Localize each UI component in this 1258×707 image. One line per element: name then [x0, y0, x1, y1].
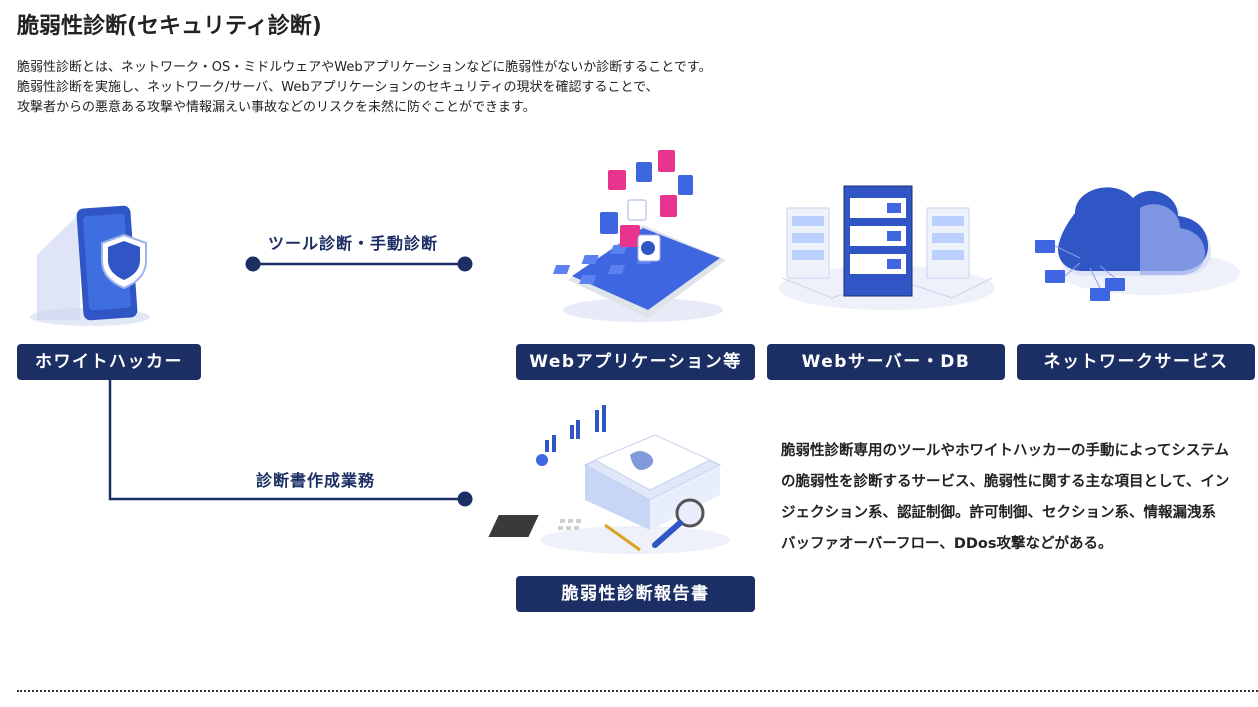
target-label-server-db: Webサーバー・DB [767, 344, 1005, 380]
intro-line-1: 脆弱性診断とは、ネットワーク・OS・ミドルウェアやWebアプリケーションなどに脆… [17, 60, 712, 75]
tool-diagnosis-label: ツール診断・手動診断 [268, 234, 439, 253]
description-line-3: ジェクション系、認証制御。許可制御、セクション系、情報漏洩系 [781, 505, 1216, 521]
description-line-2: の脆弱性を診断するサービス、脆弱性に関する主な項目として、イン [781, 474, 1230, 490]
page-title: 脆弱性診断(セキュリティ診断) [17, 14, 322, 39]
report-document-icon [488, 405, 730, 554]
report-label: 脆弱性診断報告書 [516, 576, 755, 612]
server-rack-icon [779, 185, 995, 310]
shield-phone-icon [30, 205, 150, 326]
smartphone-apps-icon [552, 150, 726, 322]
whitehacker-label: ホワイトハッカー [17, 344, 201, 380]
intro-text: 脆弱性診断とは、ネットワーク・OS・ミドルウェアやWebアプリケーションなどに脆… [17, 58, 712, 118]
target-label-network: ネットワークサービス [1017, 344, 1255, 380]
description-line-4: バッファオーバーフロー、DDos攻撃などがある。 [781, 536, 1113, 552]
service-description: 脆弱性診断専用のツールやホワイトハッカーの手動によってシステム の脆弱性を診断す… [781, 436, 1256, 560]
report-flow-label: 診断書作成業務 [256, 471, 376, 490]
intro-line-3: 攻撃者からの悪意ある攻撃や情報漏えい事故などのリスクを未然に防ぐことができます。 [17, 100, 536, 115]
intro-line-2: 脆弱性診断を実施し、ネットワーク/サーバ、Webアプリケーションのセキュリティの… [17, 80, 659, 95]
cloud-network-icon [1035, 187, 1240, 301]
target-label-webapp: Webアプリケーション等 [516, 344, 755, 380]
description-line-1: 脆弱性診断専用のツールやホワイトハッカーの手動によってシステム [781, 443, 1229, 459]
section-divider [17, 690, 1258, 692]
